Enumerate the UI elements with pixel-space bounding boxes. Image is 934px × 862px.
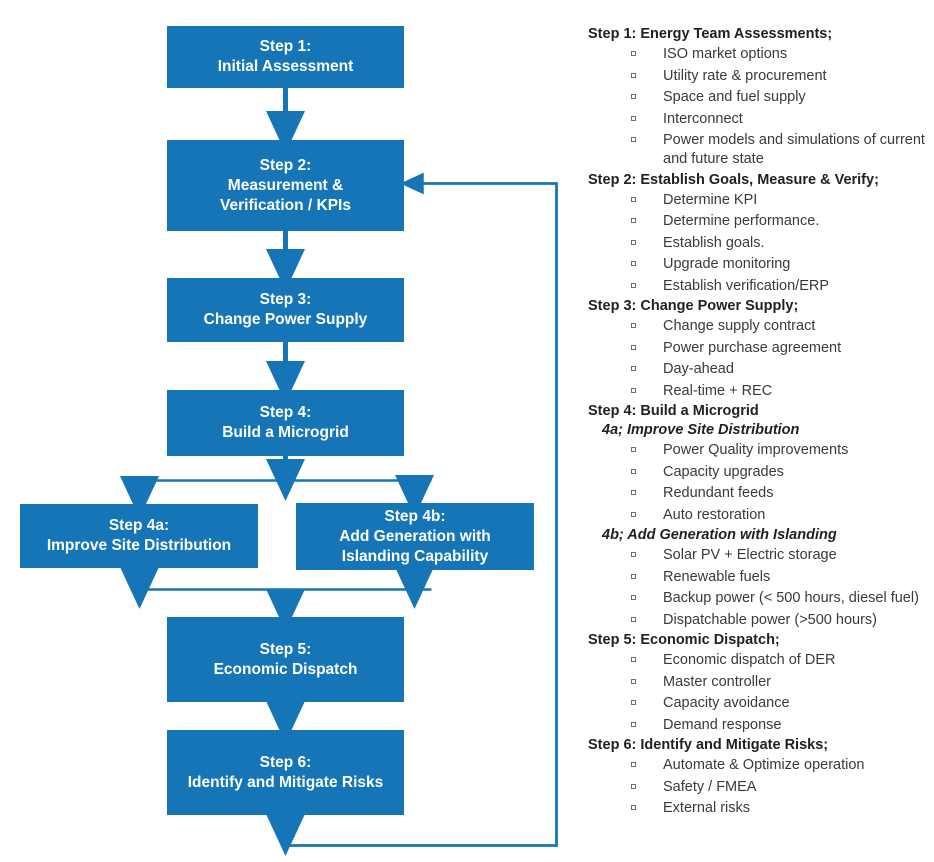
node-step4a-line2: Improve Site Distribution [46,537,232,554]
detail-bullet-item: Upgrade monitoring [588,255,934,274]
node-step3-line1: Step 3: [259,291,312,308]
node-step5[interactable]: Step 5: Economic Dispatch [167,617,404,702]
detail-bullet-item: Power models and simulations of current … [588,131,934,169]
node-step2-line3: Verification / KPIs [220,196,351,214]
detail-bullet-item: Power purchase agreement [588,339,934,358]
node-step6-line1: Step 6: [259,753,312,771]
flowchart-connectors [120,88,558,857]
detail-bullet-item: External risks [588,799,934,818]
node-step6[interactable]: Step 6: Identify and Mitigate Risks [167,730,404,815]
node-step1[interactable]: Step 1: Initial Assessment [167,26,404,88]
node-step5-line1: Step 5: [259,640,312,658]
node-step4-line2: Build a Microgrid [222,424,349,441]
detail-bullet-item: Auto restoration [588,506,934,525]
detail-bullet-item: Utility rate & procurement [588,67,934,86]
node-step1-line1: Step 1: [259,38,312,55]
detail-bullet-item: Capacity avoidance [588,694,934,713]
step-detail-list: Step 1: Energy Team Assessments; ISO mark… [588,26,934,856]
detail-bullet-item: Establish goals. [588,234,934,253]
detail-group-heading: Step 2: Establish Goals, Measure & Verif… [588,171,879,188]
node-step4-line1: Step 4: [259,404,312,421]
detail-bullet-item: Space and fuel supply [588,88,934,107]
detail-bullet-item: Determine KPI [588,191,934,210]
detail-bullet-item: Solar PV + Electric storage [588,546,934,565]
detail-group-heading: Step 4: Build a Microgrid [588,403,759,419]
node-step4b[interactable]: Step 4b: Add Generation with Islanding C… [296,503,534,570]
detail-bullet-item: Renewable fuels [588,568,934,587]
detail-group-heading: Step 5: Economic Dispatch; [588,632,780,648]
node-step6-line2: Identify and Mitigate Risks [187,773,384,791]
detail-bullet-item: Real-time + REC [588,382,934,401]
detail-bullet-item: Interconnect [588,110,934,129]
detail-bullet-item: Master controller [588,673,934,692]
connector-feedback-loop [285,172,558,847]
node-step3-line2: Change Power Supply [203,311,368,328]
node-step4[interactable]: Step 4: Build a Microgrid [167,390,404,456]
node-step2-line1: Step 2: [259,156,312,174]
node-step3[interactable]: Step 3: Change Power Supply [167,278,404,342]
node-step4b-line1: Step 4b: [384,507,446,525]
detail-bullet-item: Capacity upgrades [588,463,934,482]
detail-group-heading: Step 6: Identify and Mitigate Risks; [588,737,829,753]
detail-subgroup-label: 4a; Improve Site Distribution [602,422,800,438]
detail-bullet-item: Establish verification/ERP [588,277,934,296]
detail-bullet-item: Day-ahead [588,360,934,379]
detail-bullet-item: Redundant feeds [588,484,934,503]
node-step2-line2: Measurement & [227,176,344,194]
detail-bullet-item: Determine performance. [588,212,934,231]
detail-bullet-item: Dispatchable power (>500 hours) [588,611,934,630]
detail-bullet-item: Change supply contract [588,317,934,336]
detail-bullet-item: ISO market options [588,45,934,64]
node-step4a[interactable]: Step 4a: Improve Site Distribution [20,504,258,568]
detail-bullet-item: Demand response [588,716,934,735]
detail-subgroup-label: 4b; Add Generation with Islanding [602,527,837,543]
node-step5-line2: Economic Dispatch [213,660,358,678]
node-step4b-line2: Add Generation with [339,527,491,545]
detail-bullet-item: Automate & Optimize operation [588,756,934,775]
node-step2[interactable]: Step 2: Measurement & Verification / KPI… [167,140,404,231]
detail-bullet-item: Economic dispatch of DER [588,651,934,670]
detail-group-heading: Step 1: Energy Team Assessments; [588,26,833,42]
detail-bullet-item: Safety / FMEA [588,778,934,797]
node-step4a-line1: Step 4a: [108,517,170,534]
detail-bullet-item: Power Quality improvements [588,441,934,460]
detail-group-heading: Step 3: Change Power Supply; [588,298,799,314]
detail-bullet-item: Backup power (< 500 hours, diesel fuel) [588,589,934,608]
node-step1-line2: Initial Assessment [217,58,354,75]
node-step4b-line3: Islanding Capability [341,547,489,565]
